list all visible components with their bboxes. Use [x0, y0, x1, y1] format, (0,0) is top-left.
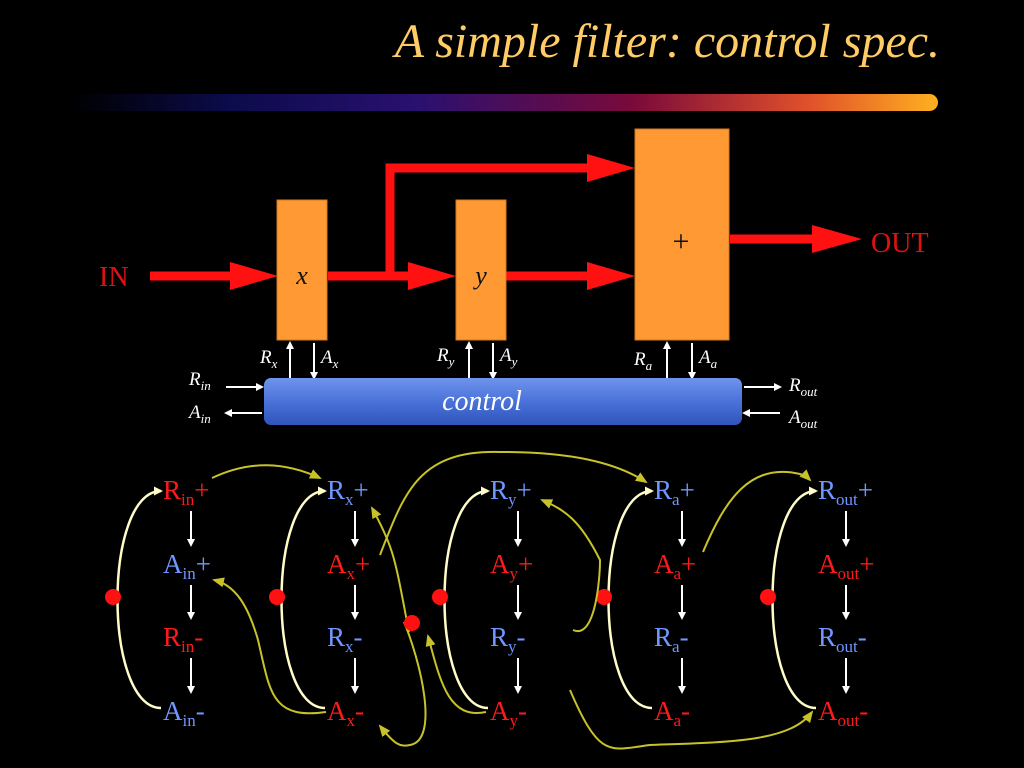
- wire-x-to-adder-arrowhead: [587, 154, 635, 182]
- spec-token-marker: [596, 589, 612, 605]
- datapath: x y + IN OUT Rx Ax Ry Ay Ra Aa Rin Ain: [99, 128, 929, 431]
- spec-column-y: Ry+ Ay+ Ry- Ay-: [432, 475, 533, 730]
- spec-causal-link: [425, 634, 487, 715]
- signal-rin-label: Rin: [188, 369, 211, 393]
- spec-causal-link: [540, 499, 602, 633]
- handshake-arrows: [224, 341, 782, 417]
- spec-event: Aa-: [654, 696, 690, 730]
- spec-column-in: Rin+ Ain+ Rin- Ain-: [105, 475, 211, 730]
- signal-aa-label: Aa: [697, 347, 718, 371]
- spec-event: Ay-: [490, 696, 527, 730]
- wire-x-to-adder: [385, 163, 593, 276]
- spec-event: Rout+: [818, 475, 873, 509]
- spec-causal-link: [211, 464, 322, 479]
- register-x-label: x: [295, 261, 308, 290]
- register-y-label: y: [472, 261, 487, 290]
- spec-token-marker: [432, 589, 448, 605]
- signal-rout-label: Rout: [788, 375, 818, 399]
- signal-ry-label: Ry: [436, 345, 455, 369]
- adder-block: [634, 128, 730, 341]
- spec-event: Rout-: [818, 622, 867, 656]
- spec-causal-link: [702, 469, 812, 553]
- signal-rx-label: Rx: [259, 347, 278, 371]
- spec-causal-link: [212, 577, 327, 715]
- signal-ay-label: Ay: [498, 345, 518, 369]
- spec-causal-link: [371, 506, 410, 633]
- data-wires: [150, 154, 862, 290]
- title-underline-bar: [70, 94, 938, 111]
- spec-causal-link: [379, 450, 648, 556]
- register-x-block: [276, 199, 328, 341]
- spec-cycle-arc: [771, 486, 818, 710]
- input-label: IN: [99, 262, 129, 293]
- slide-title: A simple filter: control spec.: [394, 15, 940, 68]
- spec-event: Ax-: [327, 696, 364, 730]
- control-label: control: [442, 386, 522, 417]
- spec-cycle-arc: [280, 486, 327, 710]
- spec-token-marker: [105, 589, 121, 605]
- spec-event: Aout-: [818, 696, 868, 730]
- spec-event: Aout+: [818, 549, 874, 583]
- spec-causal-link: [378, 621, 427, 747]
- spec-column-x: Rx+ Ax+ Rx- Ax-: [269, 475, 370, 730]
- spec-column-out: Rout+ Aout+ Rout- Aout-: [760, 475, 874, 730]
- spec-cycle-arc: [116, 486, 163, 710]
- signal-ra-label: Ra: [633, 349, 653, 373]
- spec-column-a: Ra+ Aa+ Ra- Aa-: [596, 475, 696, 730]
- spec-event: Rx+: [327, 475, 369, 509]
- spec-event: Ain+: [163, 549, 211, 583]
- wire-y-to-adder-arrowhead: [587, 262, 635, 290]
- spec-token-marker: [760, 589, 776, 605]
- spec-cycle-arc: [607, 486, 654, 710]
- spec-event: Rx-: [327, 622, 363, 656]
- control-block: [264, 378, 742, 425]
- spec-causal-link: [569, 689, 814, 750]
- spec-event: Ay+: [490, 549, 533, 583]
- control-spec-graph: Rin+ Ain+ Rin- Ain- Rx+ Ax+ Rx- Ax- Ry+ Ay+ Ry- Ay-…: [105, 450, 874, 750]
- spec-event: Ain-: [163, 696, 205, 730]
- signal-aout-label: Aout: [787, 407, 818, 431]
- spec-event: Ax+: [327, 549, 370, 583]
- spec-event: Aa+: [654, 549, 696, 583]
- wire-x-to-y-arrowhead: [408, 262, 456, 290]
- spec-event: Ry+: [490, 475, 532, 509]
- spec-token-marker: [269, 589, 285, 605]
- spec-token-marker: [404, 615, 420, 631]
- signal-ax-label: Ax: [319, 347, 339, 371]
- signal-ain-label: Ain: [187, 402, 211, 426]
- spec-event: Rin+: [163, 475, 209, 509]
- register-y-block: [455, 199, 507, 341]
- wire-out-arrowhead: [812, 225, 862, 253]
- spec-event: Ra+: [654, 475, 695, 509]
- output-label: OUT: [871, 228, 929, 259]
- spec-event: Rin-: [163, 622, 203, 656]
- spec-event: Ra-: [654, 622, 689, 656]
- adder-label: +: [673, 225, 690, 258]
- spec-cycle-arc: [443, 486, 490, 710]
- spec-event: Ry-: [490, 622, 526, 656]
- wire-in-arrowhead: [230, 262, 278, 290]
